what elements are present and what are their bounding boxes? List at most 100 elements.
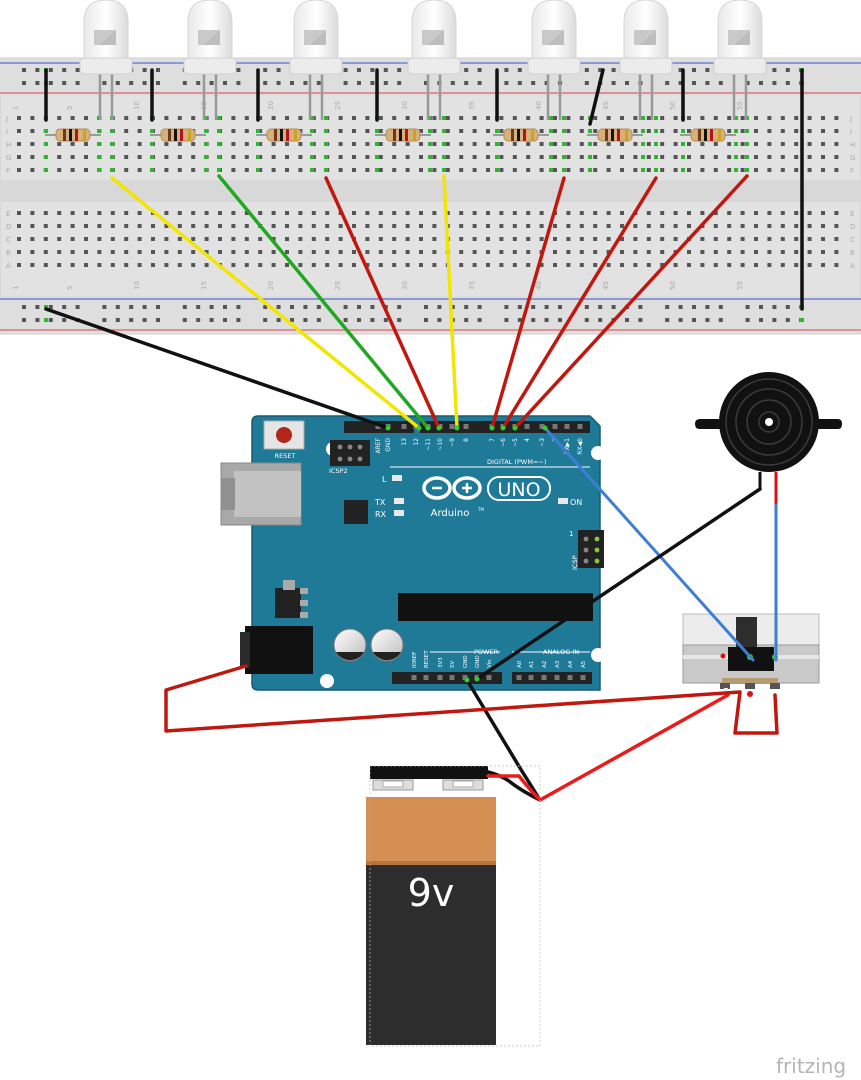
rail-hole	[75, 68, 80, 72]
breadboard-hole	[700, 211, 705, 215]
row-letter: A	[6, 262, 11, 270]
breadboard-hole	[472, 129, 477, 133]
breadboard-hole	[191, 224, 196, 228]
rail-hole	[504, 318, 509, 322]
breadboard-hole	[673, 155, 678, 159]
breadboard-hole-active	[204, 142, 208, 146]
rail-hole	[517, 81, 522, 85]
breadboard-hole	[84, 224, 88, 228]
led-die-shade	[204, 30, 220, 45]
breadboard-hole	[378, 224, 383, 228]
breadboard-hole	[84, 142, 88, 146]
header-pin[interactable]	[516, 675, 522, 680]
breadboard-hole	[486, 250, 490, 254]
rail-hole	[785, 81, 790, 85]
breadboard-hole	[700, 155, 705, 159]
breadboard-hole	[271, 250, 276, 254]
breadboard-hole-active	[110, 129, 114, 133]
breadboard-hole	[378, 263, 383, 267]
icsp-header	[578, 530, 604, 568]
voltage-regulator	[275, 580, 308, 618]
breadboard-hole	[244, 155, 249, 159]
header-pin[interactable]	[486, 675, 492, 680]
rail-hole	[316, 305, 321, 309]
breadboard-hole	[579, 142, 584, 146]
breadboard-hole	[499, 211, 504, 215]
breadboard-hole	[620, 263, 624, 267]
breadboard-hole	[43, 224, 48, 228]
column-number: 25	[334, 281, 342, 290]
resistor-band	[704, 129, 707, 141]
header-pin[interactable]	[375, 424, 381, 429]
rail-hole	[290, 318, 294, 322]
breadboard-hole	[405, 116, 410, 120]
breadboard-hole	[539, 116, 544, 120]
header-pin[interactable]	[463, 424, 469, 429]
header-pin[interactable]	[437, 675, 443, 680]
breadboard-hole-active	[495, 129, 499, 133]
breadboard-hole	[526, 224, 531, 228]
breadboard-hole	[512, 250, 517, 254]
header-pin[interactable]	[411, 675, 417, 680]
rail-hole	[464, 68, 469, 72]
row-letter: C	[6, 236, 11, 244]
breadboard-hole	[807, 168, 812, 172]
breadboard-hole	[405, 224, 410, 228]
header-pin[interactable]	[449, 424, 455, 429]
breadboard-hole	[231, 142, 236, 146]
tx-led	[394, 498, 404, 504]
breadboard-hole	[754, 129, 758, 133]
header-pin[interactable]	[449, 675, 455, 680]
breadboard-hole	[445, 116, 450, 120]
breadboard-hole-active	[428, 155, 432, 159]
header-pin[interactable]	[552, 424, 558, 429]
header-pin[interactable]	[539, 424, 545, 429]
rail-hole	[544, 305, 549, 309]
switch-slider[interactable]	[736, 617, 757, 649]
header-pin[interactable]	[580, 675, 586, 680]
header-pin[interactable]	[524, 424, 530, 429]
breadboard-hole	[419, 224, 423, 228]
breadboard-hole	[821, 263, 825, 267]
header-pin[interactable]	[554, 675, 560, 680]
slide-switch[interactable]	[682, 613, 820, 697]
breadboard-hole	[566, 211, 571, 215]
breadboard-hole	[419, 237, 423, 241]
breadboard-hole	[285, 155, 289, 159]
resistor-band	[188, 129, 191, 141]
breadboard-hole	[754, 250, 758, 254]
header-pin[interactable]	[577, 424, 583, 429]
header-pin[interactable]	[564, 424, 570, 429]
rail-hole	[745, 305, 750, 309]
reset-button-cap[interactable]	[276, 427, 292, 443]
rail-hole	[115, 305, 120, 309]
rail-hole	[785, 305, 790, 309]
breadboard-hole	[392, 168, 397, 172]
breadboard-hole	[687, 129, 691, 133]
breadboard-hole	[244, 116, 249, 120]
header-pin[interactable]	[401, 424, 407, 429]
header-pin[interactable]	[567, 675, 573, 680]
header-pin[interactable]	[462, 675, 468, 680]
rail-hole	[35, 68, 40, 72]
rail-hole	[705, 81, 710, 85]
rail-hole	[383, 68, 388, 72]
breadboard-hole	[646, 155, 651, 159]
rail-hole	[263, 305, 268, 309]
rail-hole	[290, 305, 294, 309]
breadboard-hole	[365, 129, 370, 133]
breadboard-hole	[57, 263, 62, 267]
breadboard-hole-active	[310, 155, 314, 159]
rail-hole	[35, 81, 40, 85]
header-pin[interactable]	[423, 675, 429, 680]
header-pin[interactable]	[541, 675, 547, 680]
breadboard-hole	[593, 224, 598, 228]
rail-hole	[62, 305, 67, 309]
row-letter: F	[6, 167, 10, 175]
header-pin[interactable]	[528, 675, 534, 680]
breadboard-hole	[405, 211, 410, 215]
breadboard-hole	[352, 211, 356, 215]
breadboard-hole	[17, 155, 21, 159]
rail-hole	[437, 305, 442, 309]
